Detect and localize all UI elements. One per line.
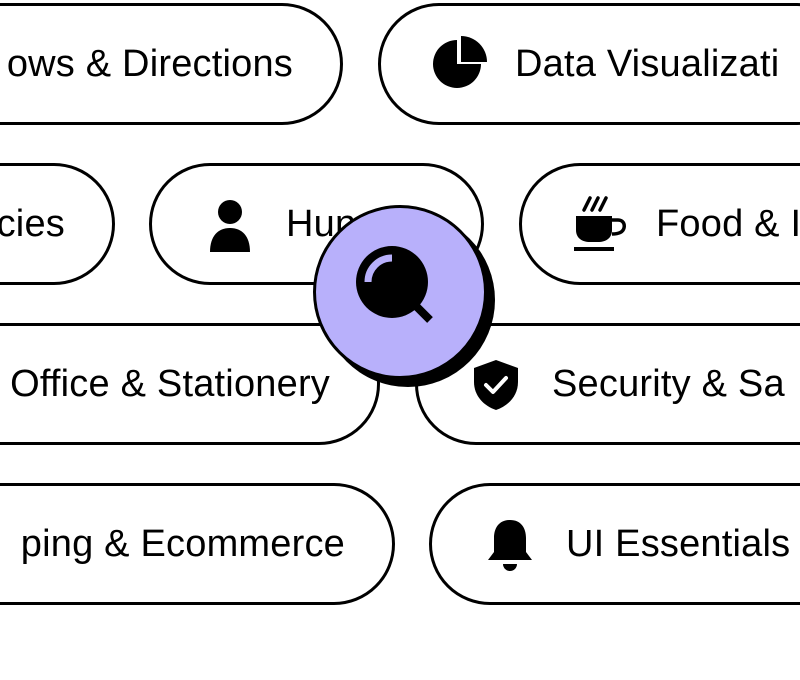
magnifier-icon — [350, 240, 450, 345]
tag-ui-essentials[interactable]: UI Essentials — [429, 483, 800, 605]
tag-currencies[interactable]: cies — [0, 163, 115, 285]
tag-label: UI Essentials — [566, 523, 791, 565]
person-icon — [202, 196, 258, 252]
tag-label: ping & Ecommerce — [20, 523, 345, 565]
tag-food-beverage[interactable]: Food & I — [519, 163, 800, 285]
tag-shopping-ecommerce[interactable]: ping & Ecommerce — [0, 483, 395, 605]
search-button-disc — [313, 205, 487, 379]
search-button[interactable] — [313, 205, 495, 387]
tag-label: cies — [0, 203, 65, 245]
tag-label: Security & Sa — [552, 363, 785, 405]
tag-label: ows & Directions — [6, 43, 293, 85]
tag-data-visualization[interactable]: Data Visualizati — [378, 3, 800, 125]
tag-office-stationery[interactable]: Office & Stationery — [0, 323, 380, 445]
tag-label: Food & I — [656, 203, 800, 245]
coffee-cup-icon — [572, 196, 628, 252]
bell-icon — [482, 516, 538, 572]
pie-chart-icon — [431, 36, 487, 92]
tag-security-safety[interactable]: Security & Sa — [415, 323, 800, 445]
tag-label: Office & Stationery — [10, 363, 330, 405]
shield-check-icon — [468, 356, 524, 412]
tag-label: Data Visualizati — [515, 43, 780, 85]
tag-arrows-directions[interactable]: ows & Directions — [0, 3, 343, 125]
